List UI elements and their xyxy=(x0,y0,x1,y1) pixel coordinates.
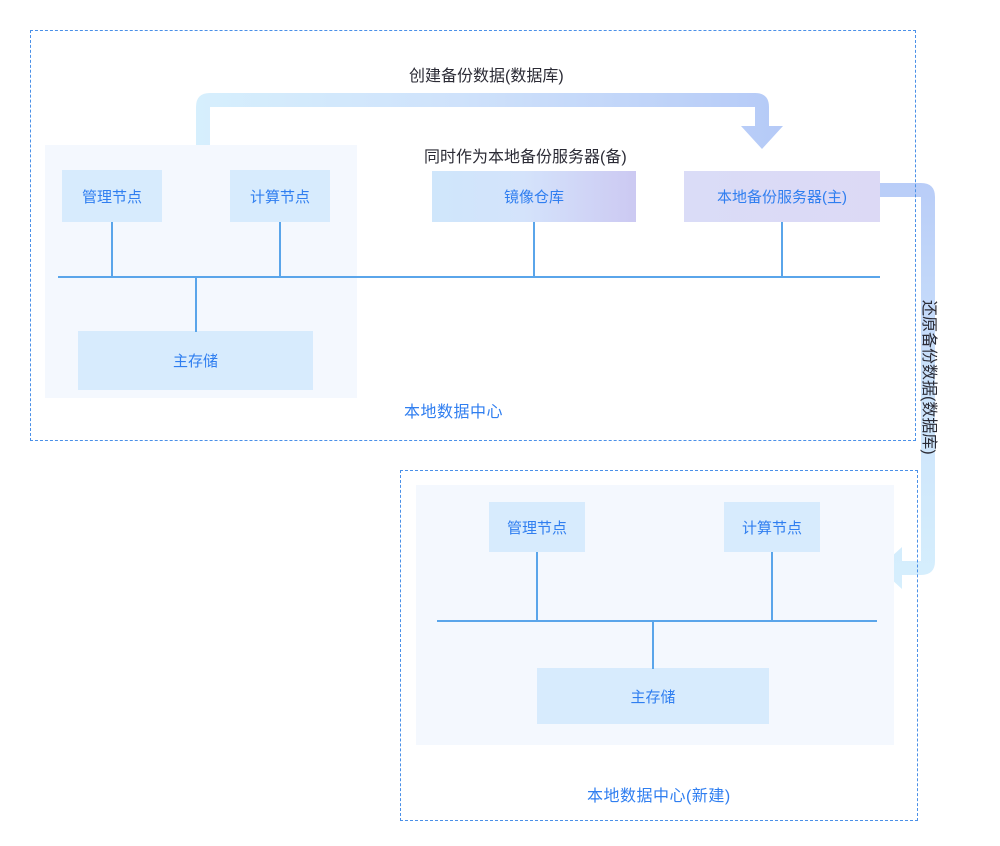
node-mgmt-node-primary[interactable]: 管理节点 xyxy=(62,170,162,222)
dual-role-caption: 同时作为本地备份服务器(备) xyxy=(424,149,627,166)
bus-line-primary xyxy=(58,276,880,278)
node-main-storage-primary[interactable]: 主存储 xyxy=(78,331,313,390)
node-main-storage-new[interactable]: 主存储 xyxy=(537,668,769,724)
connector-compute-primary xyxy=(279,222,281,277)
create-backup-caption: 创建备份数据(数据库) xyxy=(409,68,564,85)
restore-backup-caption: 还原备份数据(数据库) xyxy=(920,300,937,455)
connector-storage-new xyxy=(652,620,654,669)
region-label-local-data-center-new: 本地数据中心(新建) xyxy=(587,788,731,805)
connector-registry xyxy=(533,222,535,277)
connector-backup-server xyxy=(781,222,783,277)
node-compute-node-primary[interactable]: 计算节点 xyxy=(230,170,330,222)
connector-mgmt-new xyxy=(536,552,538,621)
region-local-data-center xyxy=(30,30,916,441)
node-image-registry[interactable]: 镜像仓库 xyxy=(432,171,636,222)
region-local-data-center-new xyxy=(400,470,918,821)
node-compute-node-new[interactable]: 计算节点 xyxy=(724,502,820,552)
bus-line-new xyxy=(437,620,877,622)
connector-storage-primary xyxy=(195,276,197,332)
connector-compute-new xyxy=(771,552,773,621)
node-mgmt-node-new[interactable]: 管理节点 xyxy=(489,502,585,552)
region-label-local-data-center: 本地数据中心 xyxy=(404,404,504,421)
node-local-backup-server-primary[interactable]: 本地备份服务器(主) xyxy=(684,171,880,222)
connector-mgmt-primary xyxy=(111,222,113,277)
